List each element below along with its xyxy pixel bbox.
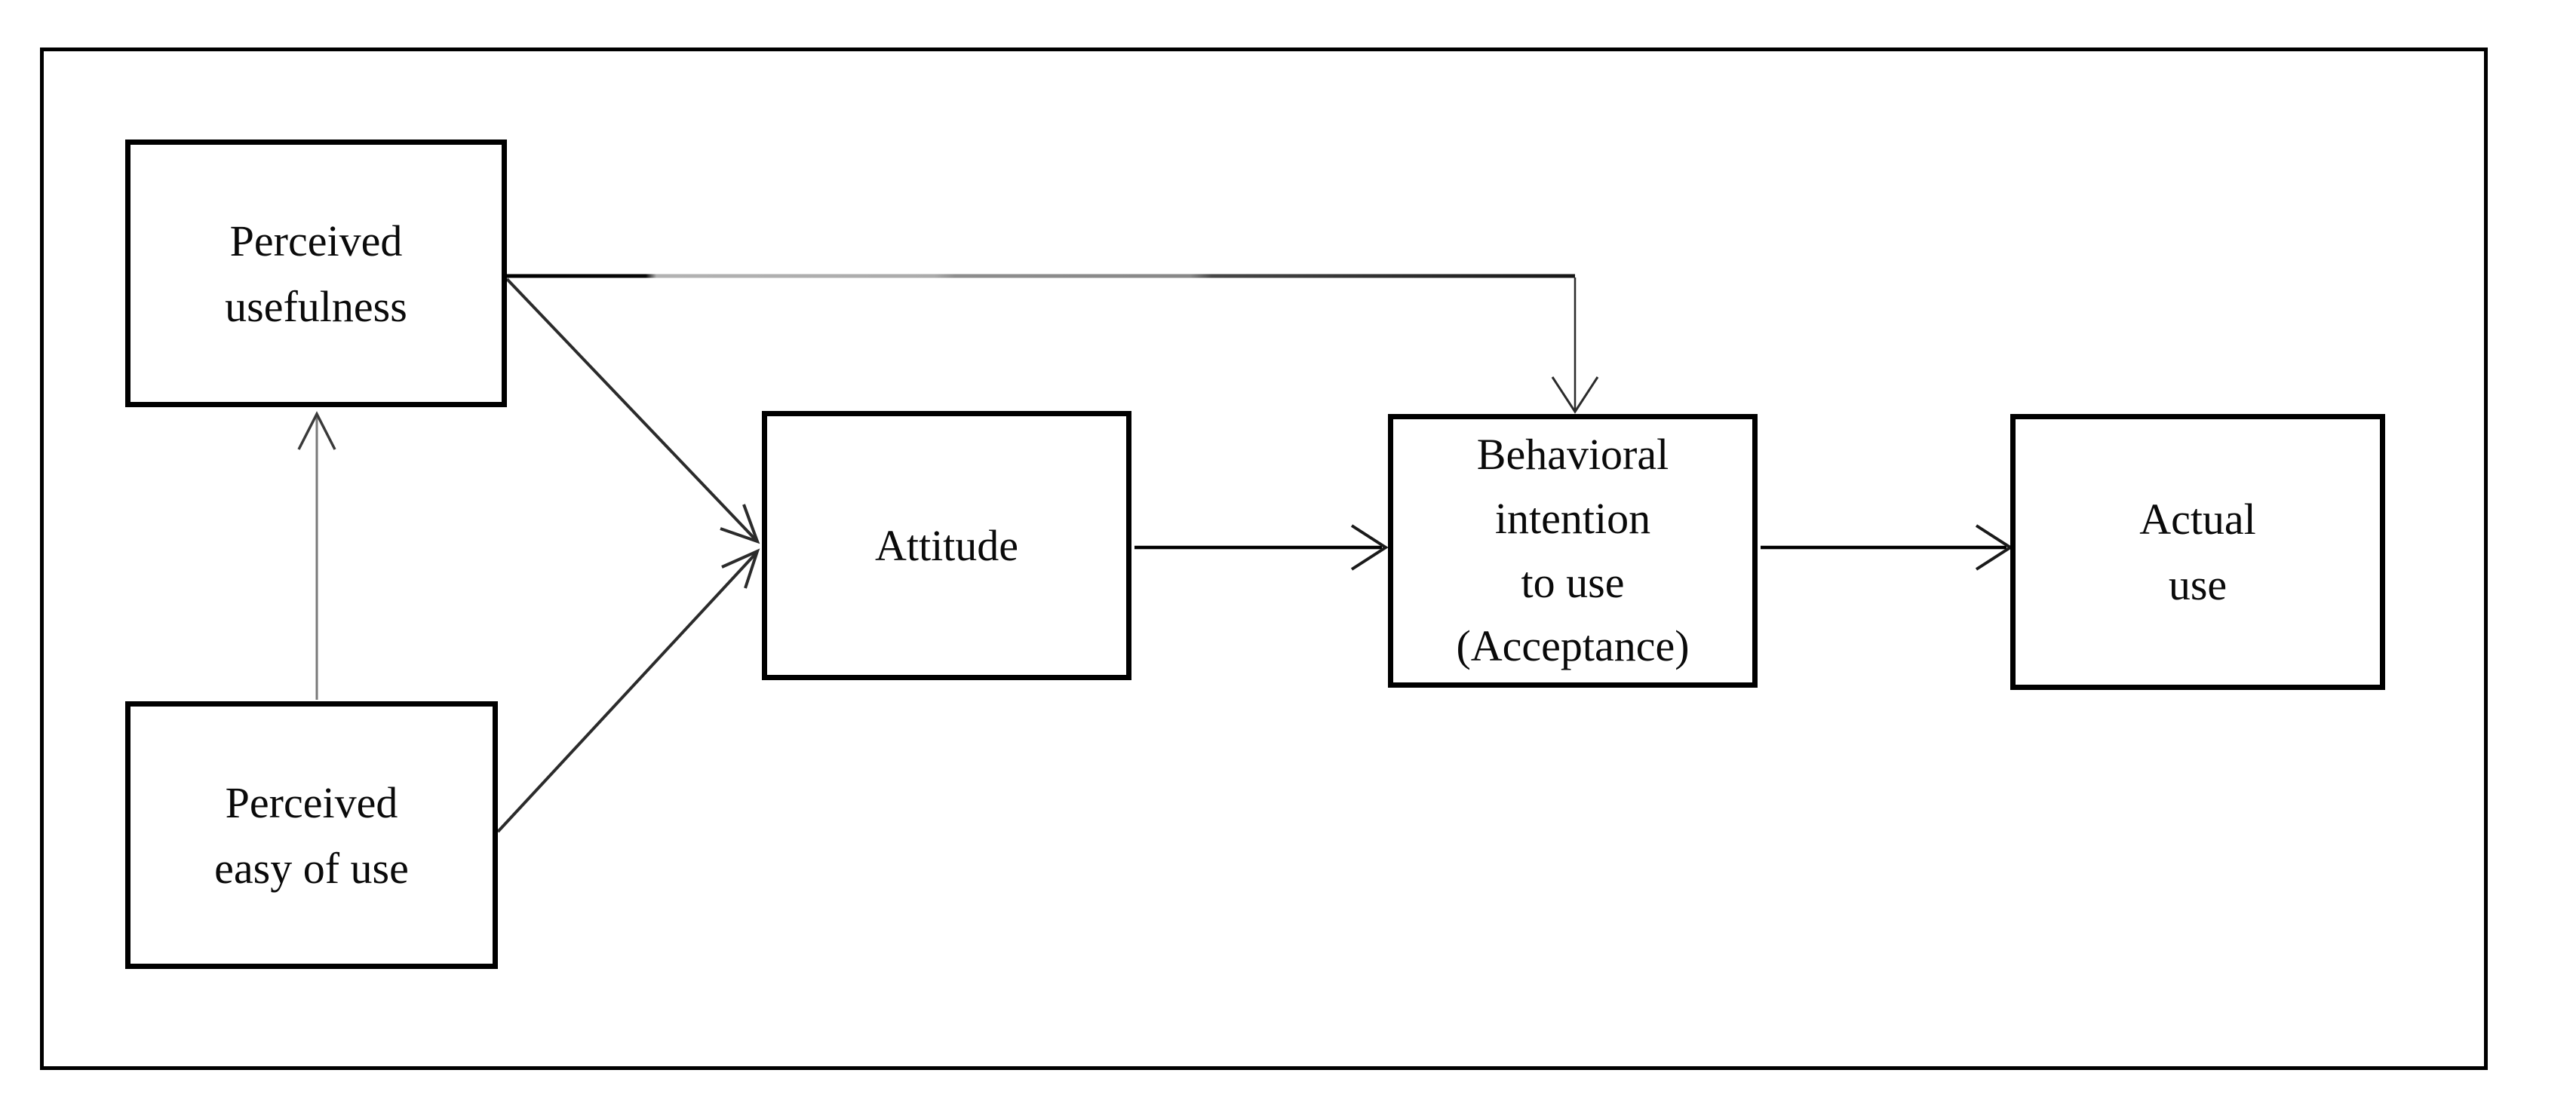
arrowhead-down-intention bbox=[1551, 376, 1599, 414]
label-line: (Acceptance) bbox=[1456, 621, 1690, 671]
edge-usefulness-to-attitude bbox=[505, 277, 757, 541]
arrowhead-easyofuse-attitude bbox=[721, 548, 760, 589]
node-perceived-usefulness: Perceived usefulness bbox=[125, 140, 507, 407]
label-line: intention bbox=[1494, 493, 1651, 543]
node-label: Perceived easy of use bbox=[214, 770, 409, 901]
outer-frame bbox=[40, 48, 2488, 1070]
label-line: easy of use bbox=[214, 843, 409, 893]
node-perceived-easy-of-use: Perceived easy of use bbox=[125, 701, 498, 969]
label-line: Attitude bbox=[874, 521, 1019, 570]
node-label: Perceived usefulness bbox=[225, 208, 407, 339]
arrowhead-usefulness-attitude bbox=[720, 504, 760, 544]
arrowhead-up-usefulness bbox=[297, 411, 336, 450]
node-label: Attitude bbox=[875, 513, 1018, 578]
node-behavioral-intention-to-use: Behavioral intention to use (Acceptance) bbox=[1388, 414, 1758, 688]
edge-easyofuse-to-attitude bbox=[496, 552, 757, 833]
node-actual-use: Actual use bbox=[2010, 414, 2385, 690]
label-line: Actual bbox=[2139, 495, 2256, 544]
node-label: Behavioral intention to use (Acceptance) bbox=[1456, 423, 1689, 679]
label-line: Behavioral bbox=[1476, 430, 1669, 480]
label-line: Perceived bbox=[225, 777, 398, 827]
label-line: usefulness bbox=[225, 281, 407, 331]
arrowhead-attitude-intention bbox=[1350, 524, 1389, 571]
label-line: use bbox=[2168, 560, 2228, 609]
node-label: Actual use bbox=[2139, 486, 2256, 618]
node-attitude: Attitude bbox=[762, 411, 1131, 680]
label-line: Perceived bbox=[229, 216, 403, 265]
label-line: to use bbox=[1521, 557, 1625, 607]
